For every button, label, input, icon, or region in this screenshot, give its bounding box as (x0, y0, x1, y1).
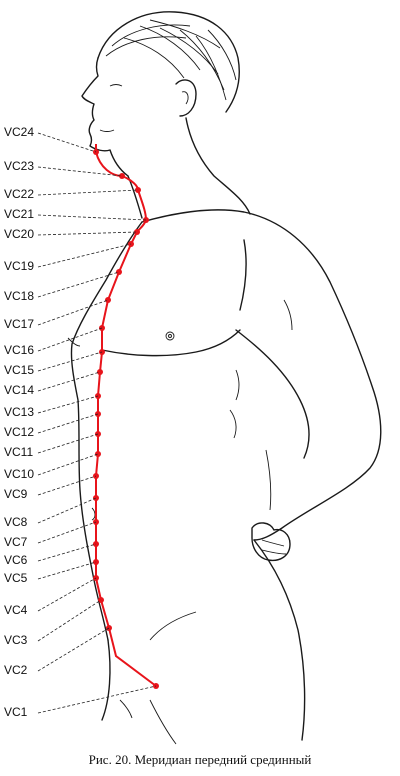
leader-line (37, 497, 97, 524)
acupoint-dot (143, 217, 149, 223)
leader-line (37, 521, 97, 544)
acupoint-label: VC7 (4, 535, 28, 549)
head-hair (97, 11, 240, 113)
acupoint-label: VC17 (4, 317, 34, 331)
hand (251, 522, 291, 562)
acupoint-dot (119, 173, 125, 179)
leader-line (37, 132, 97, 153)
acupoint-label: VC21 (4, 207, 34, 221)
leader-line (37, 299, 109, 326)
leader-line (37, 599, 102, 642)
meridian-line (93, 144, 159, 689)
figure-caption: Рис. 20. Меридиан передний срединный (88, 752, 312, 767)
acupoint-dot (99, 325, 105, 331)
ear (175, 79, 197, 117)
hip-leg (101, 539, 306, 745)
acupoint-label: VC12 (4, 425, 34, 439)
acupoint-label: VC20 (4, 227, 34, 241)
leader-line (37, 271, 120, 298)
acupoint-label: VC8 (4, 515, 28, 529)
acupoint-label: VC6 (4, 553, 28, 567)
acupoint-label: VC11 (4, 445, 33, 459)
acupoint-label: VC2 (4, 663, 28, 677)
neck-back (127, 117, 251, 219)
acupoint-label: VC24 (4, 125, 34, 139)
face-profile (81, 57, 129, 177)
shoulder-arm (141, 209, 382, 541)
leader-line (37, 433, 99, 454)
meridian-path (95, 144, 157, 687)
acupoint-label: VC22 (4, 187, 34, 201)
leader-line (37, 214, 147, 221)
acupoint-label: VC4 (4, 603, 28, 617)
acupoint-dot (97, 369, 103, 375)
leader-line (37, 231, 138, 236)
acupoint-label: VC16 (4, 343, 34, 357)
acupoint-label: VC13 (4, 405, 34, 419)
chest (101, 329, 241, 439)
leader-line (37, 561, 97, 580)
leader-line (37, 453, 99, 476)
leader-line (37, 166, 123, 177)
acupoint-dot (116, 269, 122, 275)
acupoint-label: VC14 (4, 383, 34, 397)
acupoint-label: VC23 (4, 159, 34, 173)
acupoint-label: VC5 (4, 571, 28, 585)
acupoint-dot (95, 451, 101, 457)
leader-line (37, 351, 103, 372)
leader-line (37, 413, 99, 434)
acupoint-label: VC15 (4, 363, 34, 377)
leader-line (37, 543, 97, 562)
acupoint-dot (106, 625, 112, 631)
leader-line (37, 327, 103, 352)
leader-line (37, 577, 97, 612)
leader-line (37, 475, 97, 496)
acupoint-label: VC3 (4, 633, 28, 647)
leader-line (37, 371, 101, 392)
leader-line (37, 685, 157, 714)
acupoint-dot (93, 495, 99, 501)
leader-line (37, 189, 139, 196)
acupoint-label: VC18 (4, 289, 34, 303)
leader-line (37, 627, 110, 672)
leader-line (37, 395, 99, 414)
acupoint-dot (134, 229, 140, 235)
point-labels: VC24VC23VC22VC21VC20VC19VC18VC17VC16VC15… (4, 125, 157, 719)
acupoint-label: VC19 (4, 259, 34, 273)
acupoint-label: VC10 (4, 467, 34, 481)
leader-line (37, 243, 132, 268)
acupoint-label: VC1 (4, 705, 28, 719)
acupoint-dot (105, 297, 111, 303)
acupoint-label: VC9 (4, 487, 28, 501)
